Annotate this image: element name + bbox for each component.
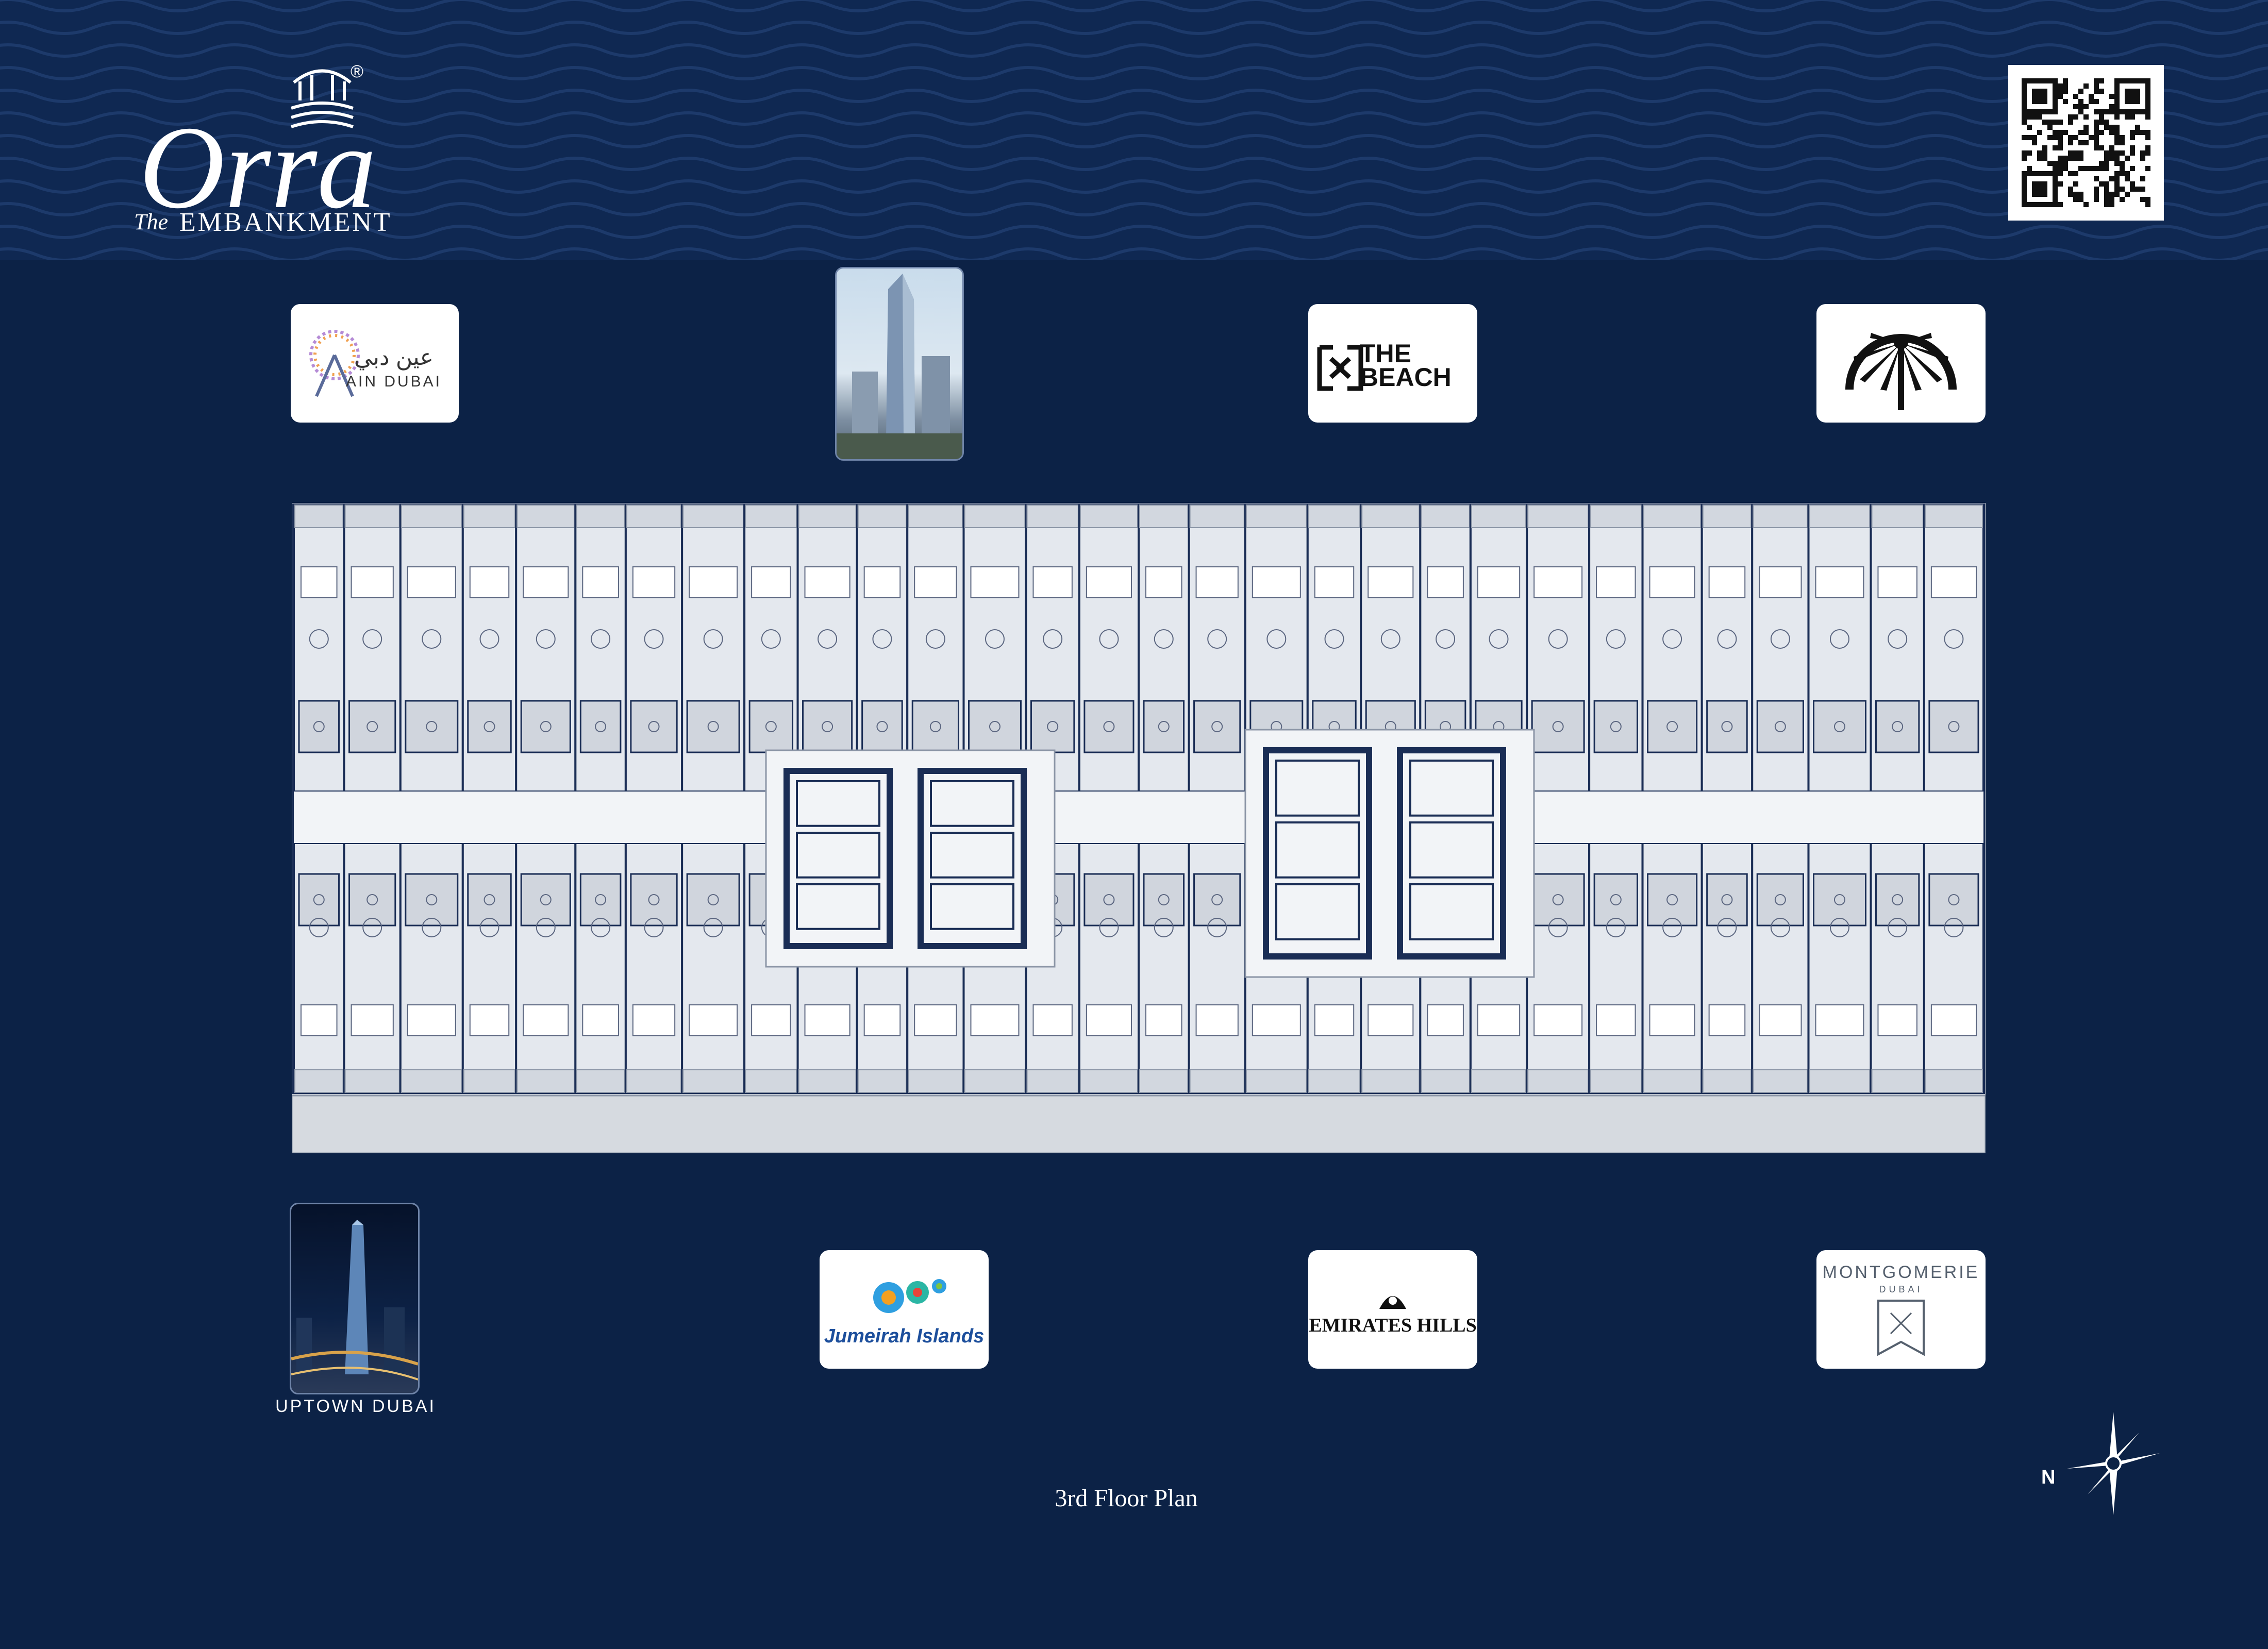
- emirates-hills-crest-icon: [1379, 1296, 1406, 1309]
- the-beach-tile[interactable]: THE BEACH: [1308, 304, 1477, 423]
- montgomerie-sub: DUBAI: [1879, 1284, 1923, 1294]
- the-beach-line2: BEACH: [1360, 363, 1452, 392]
- tower-photo[interactable]: [835, 267, 964, 461]
- montgomerie-title: MONTGOMERIE: [1822, 1263, 1980, 1282]
- the-beach-icon: [1317, 345, 1363, 391]
- brand-logo: ® Orra The EMBANKMENT: [134, 62, 412, 242]
- brand-name: EMBANKMENT: [179, 208, 392, 237]
- qr-code[interactable]: [2008, 65, 2164, 221]
- palm-island-icon: [1845, 333, 1957, 410]
- qr-code-icon: [2022, 78, 2150, 207]
- uptown-label: UPTOWN DUBAI: [275, 1396, 436, 1416]
- arch-icon: [291, 69, 354, 128]
- uptown-tower-image: [291, 1220, 418, 1381]
- floor-plan-drawing: [291, 503, 1987, 1154]
- brand-prefix: The: [134, 209, 168, 234]
- montgomerie-shield-icon: [1877, 1300, 1925, 1356]
- floor-plan-caption: 3rd Floor Plan: [1055, 1485, 1198, 1512]
- registered-mark: ®: [351, 62, 364, 81]
- the-beach-line1: THE: [1360, 339, 1411, 368]
- jumeirah-islands-tile[interactable]: Jumeirah Islands: [820, 1250, 989, 1369]
- north-label: N: [2041, 1467, 2056, 1488]
- ain-dubai-arabic: عين دبي: [354, 345, 433, 370]
- emirates-hills-tile[interactable]: EMIRATES HILLS: [1308, 1250, 1477, 1369]
- uptown-photo[interactable]: [290, 1203, 420, 1394]
- compass: N: [2041, 1412, 2165, 1515]
- montgomerie-tile[interactable]: MONTGOMERIE DUBAI: [1816, 1250, 1986, 1369]
- brand-script: Orra: [139, 102, 377, 233]
- emirates-hills-label: EMIRATES HILLS: [1309, 1315, 1477, 1336]
- islands-icon: [873, 1279, 946, 1313]
- compass-star-icon: [2067, 1412, 2160, 1515]
- floor-plan: [291, 503, 1987, 1154]
- wave-pattern: [0, 0, 2268, 260]
- palm-tile[interactable]: [1816, 304, 1986, 423]
- ain-dubai-latin: AIN DUBAI: [345, 373, 442, 390]
- ferris-wheel-icon: [309, 330, 360, 397]
- skyscraper-image: [837, 274, 962, 459]
- jumeirah-islands-label: Jumeirah Islands: [824, 1325, 985, 1347]
- header-band: ® Orra The EMBANKMENT: [0, 0, 2268, 260]
- ain-dubai-tile[interactable]: عين دبي AIN DUBAI: [291, 304, 459, 423]
